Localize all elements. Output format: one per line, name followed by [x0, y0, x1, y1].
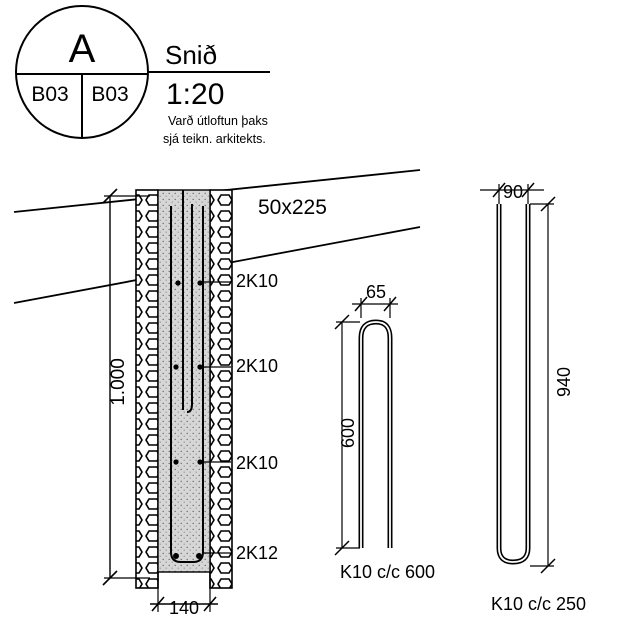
rebar-dot	[173, 553, 179, 559]
wall-section: 2K10 2K10 2K10 2K12	[135, 189, 278, 589]
rebar-dots	[173, 280, 203, 559]
width-dimension: 140	[150, 588, 218, 618]
bar-label-2: 2K10	[236, 356, 278, 376]
stirrup-large-bar	[496, 204, 531, 565]
rebar-dot	[197, 459, 203, 465]
stirrup-large-height-label: 940	[554, 367, 574, 397]
rafter-label: 50x225	[258, 196, 327, 219]
rebar-dot	[175, 280, 181, 286]
dim-tick	[334, 314, 350, 330]
stirrup-small-width-label: 65	[366, 282, 386, 302]
bar-label-3: 2K10	[236, 453, 278, 473]
dim-tick	[334, 540, 350, 556]
dim-tick	[492, 182, 506, 198]
height-dim-label: 1.000	[108, 358, 129, 406]
rebar-outer-loop	[170, 206, 204, 563]
bar-label-1: 2K10	[236, 271, 278, 291]
stirrup-large: 90 940 K10 c/c 250	[480, 182, 586, 614]
drawing-title: Snið	[165, 40, 217, 70]
detail-letter: A	[69, 27, 96, 71]
detail-ref-right: B03	[91, 83, 128, 106]
stirrup-small-height-label: 600	[338, 418, 358, 448]
stirrup-small-spec: K10 c/c 600	[340, 562, 435, 582]
rebar-inner-loop	[182, 190, 193, 413]
rebar-dot	[173, 459, 179, 465]
title-block: A B03 B03 Snið 1:20 Varð útloftun þaks s…	[15, 5, 270, 146]
height-dimension: 1.000	[102, 188, 150, 586]
note-line-2: sjá teikn. arkitekts.	[163, 132, 266, 146]
stirrup-large-bar-inner	[498, 204, 529, 563]
dim-tick	[521, 182, 535, 198]
rebar-dot	[173, 364, 179, 370]
insulation-left	[135, 189, 159, 589]
stirrup-large-spec: K10 c/c 250	[491, 594, 586, 614]
stirrup-small-bar-inner	[360, 321, 391, 548]
dim-tick	[383, 296, 397, 312]
rebar-dot	[196, 553, 202, 559]
detail-ref-left: B03	[31, 83, 68, 106]
insulation-right	[209, 189, 233, 589]
rebar-dot	[197, 364, 203, 370]
dim-tick	[540, 558, 556, 574]
width-dim-label: 140	[169, 598, 199, 618]
drawing-scale: 1:20	[166, 78, 224, 111]
stirrup-small-bar	[358, 319, 393, 548]
stirrup-small: 65 600 K10 c/c 600	[334, 282, 435, 582]
dim-tick	[540, 196, 556, 212]
dim-tick	[354, 296, 368, 312]
rebar-dot	[197, 280, 203, 286]
stirrup-large-width-label: 90	[503, 182, 523, 202]
dim-tick-right	[203, 596, 217, 612]
dim-tick-top	[102, 188, 118, 204]
dim-tick-left	[151, 596, 165, 612]
note-line-1: Varð útloftun þaks	[168, 114, 268, 128]
dim-tick-bottom	[102, 570, 118, 586]
bar-label-4: 2K12	[236, 543, 278, 563]
